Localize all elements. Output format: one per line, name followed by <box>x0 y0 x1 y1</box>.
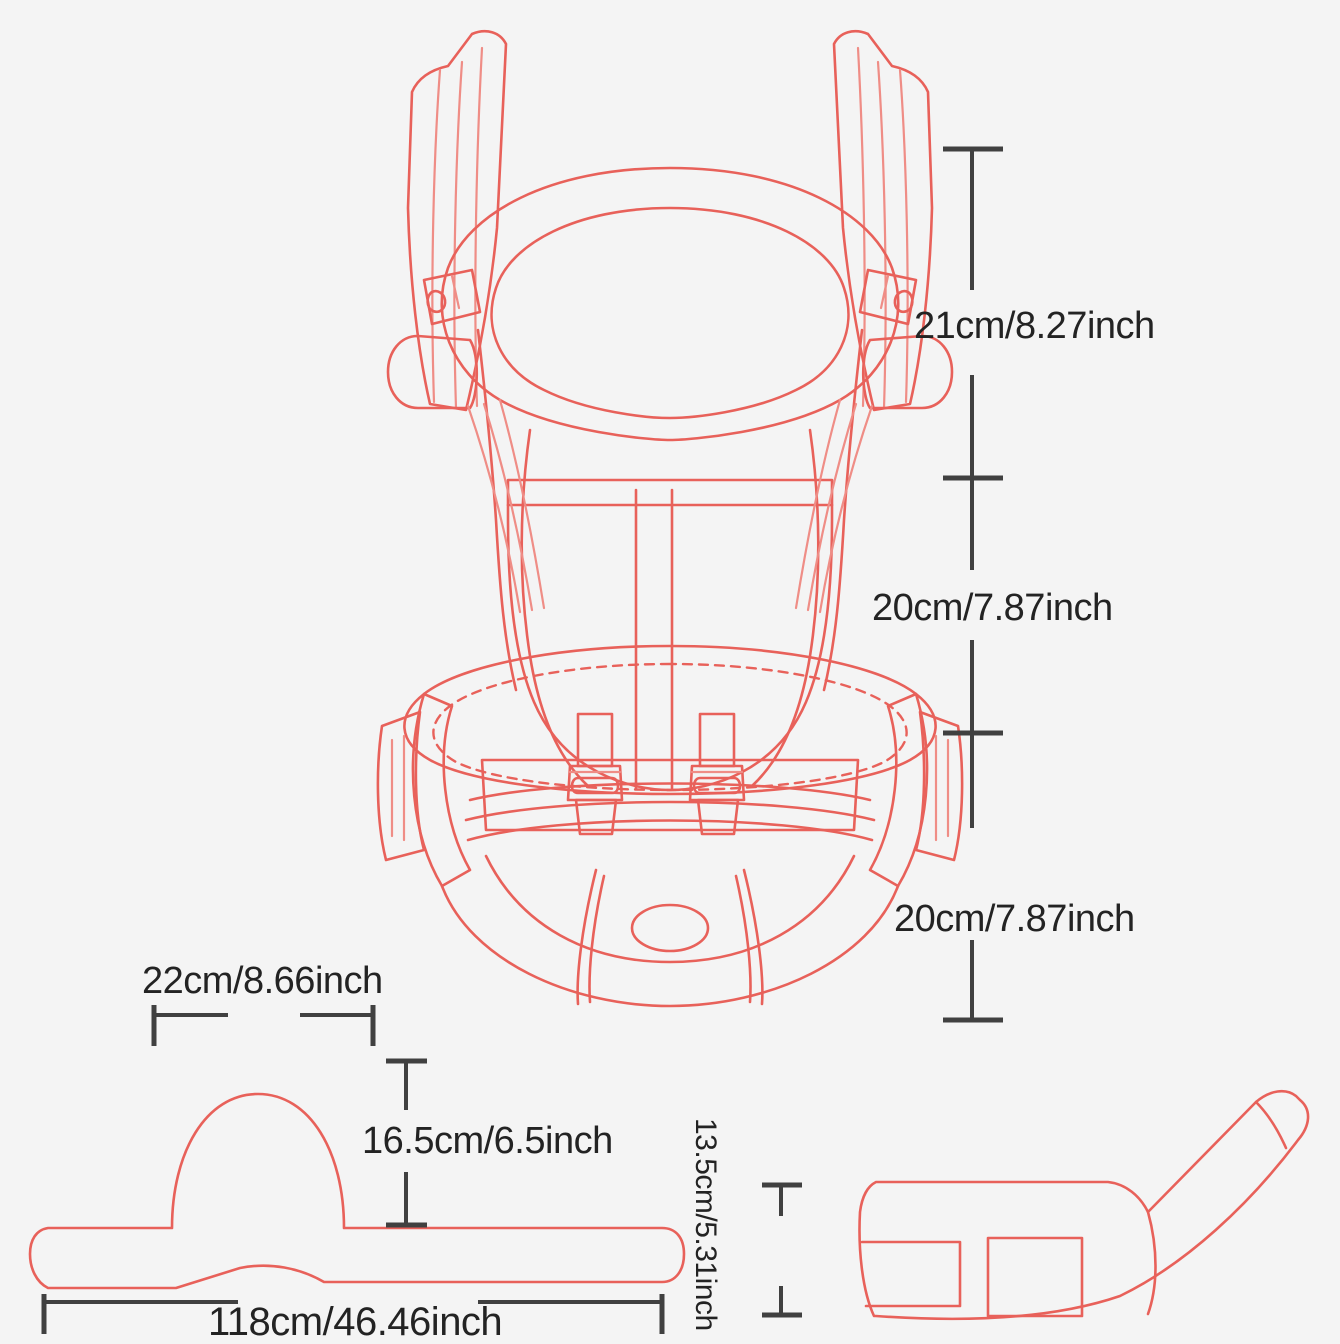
buckle-right <box>688 712 746 836</box>
side-pad-right <box>861 334 954 410</box>
dimension-label-seat-pad-height: 16.5cm/6.5inch <box>362 1120 613 1162</box>
dimension-label-waist-belt-length: 118cm/46.46inch <box>208 1300 503 1344</box>
hip-seat <box>376 644 964 1008</box>
dimension-label-seat-pad-width: 22cm/8.66inch <box>142 960 383 1002</box>
buckle-left <box>566 712 624 836</box>
head-support-hood <box>440 166 900 442</box>
dimension-label-head-support: 21cm/8.27inch <box>914 305 1155 347</box>
dimension-hip-seat-depth <box>762 1182 802 1318</box>
body-panel <box>466 328 874 792</box>
dimension-seat-pad-width <box>151 1005 376 1046</box>
dimension-seat-pad-height <box>386 1058 427 1228</box>
shoulder-strap-right <box>832 30 934 412</box>
flat-waist-belt-view <box>28 1092 686 1290</box>
shoulder-strap-left <box>406 30 508 412</box>
vertical-dimension-chain <box>943 146 1003 1023</box>
side-pad-left <box>386 334 479 410</box>
dimension-label-body-panel: 20cm/7.87inch <box>872 587 1113 629</box>
dimension-waist-belt-length <box>41 1294 665 1334</box>
hip-seat-side-view <box>858 1089 1310 1321</box>
dimension-label-hip-seat-depth: 13.5cm/5.31inch <box>689 1118 722 1331</box>
dimension-label-hip-seat-height: 20cm/7.87inch <box>894 898 1135 940</box>
